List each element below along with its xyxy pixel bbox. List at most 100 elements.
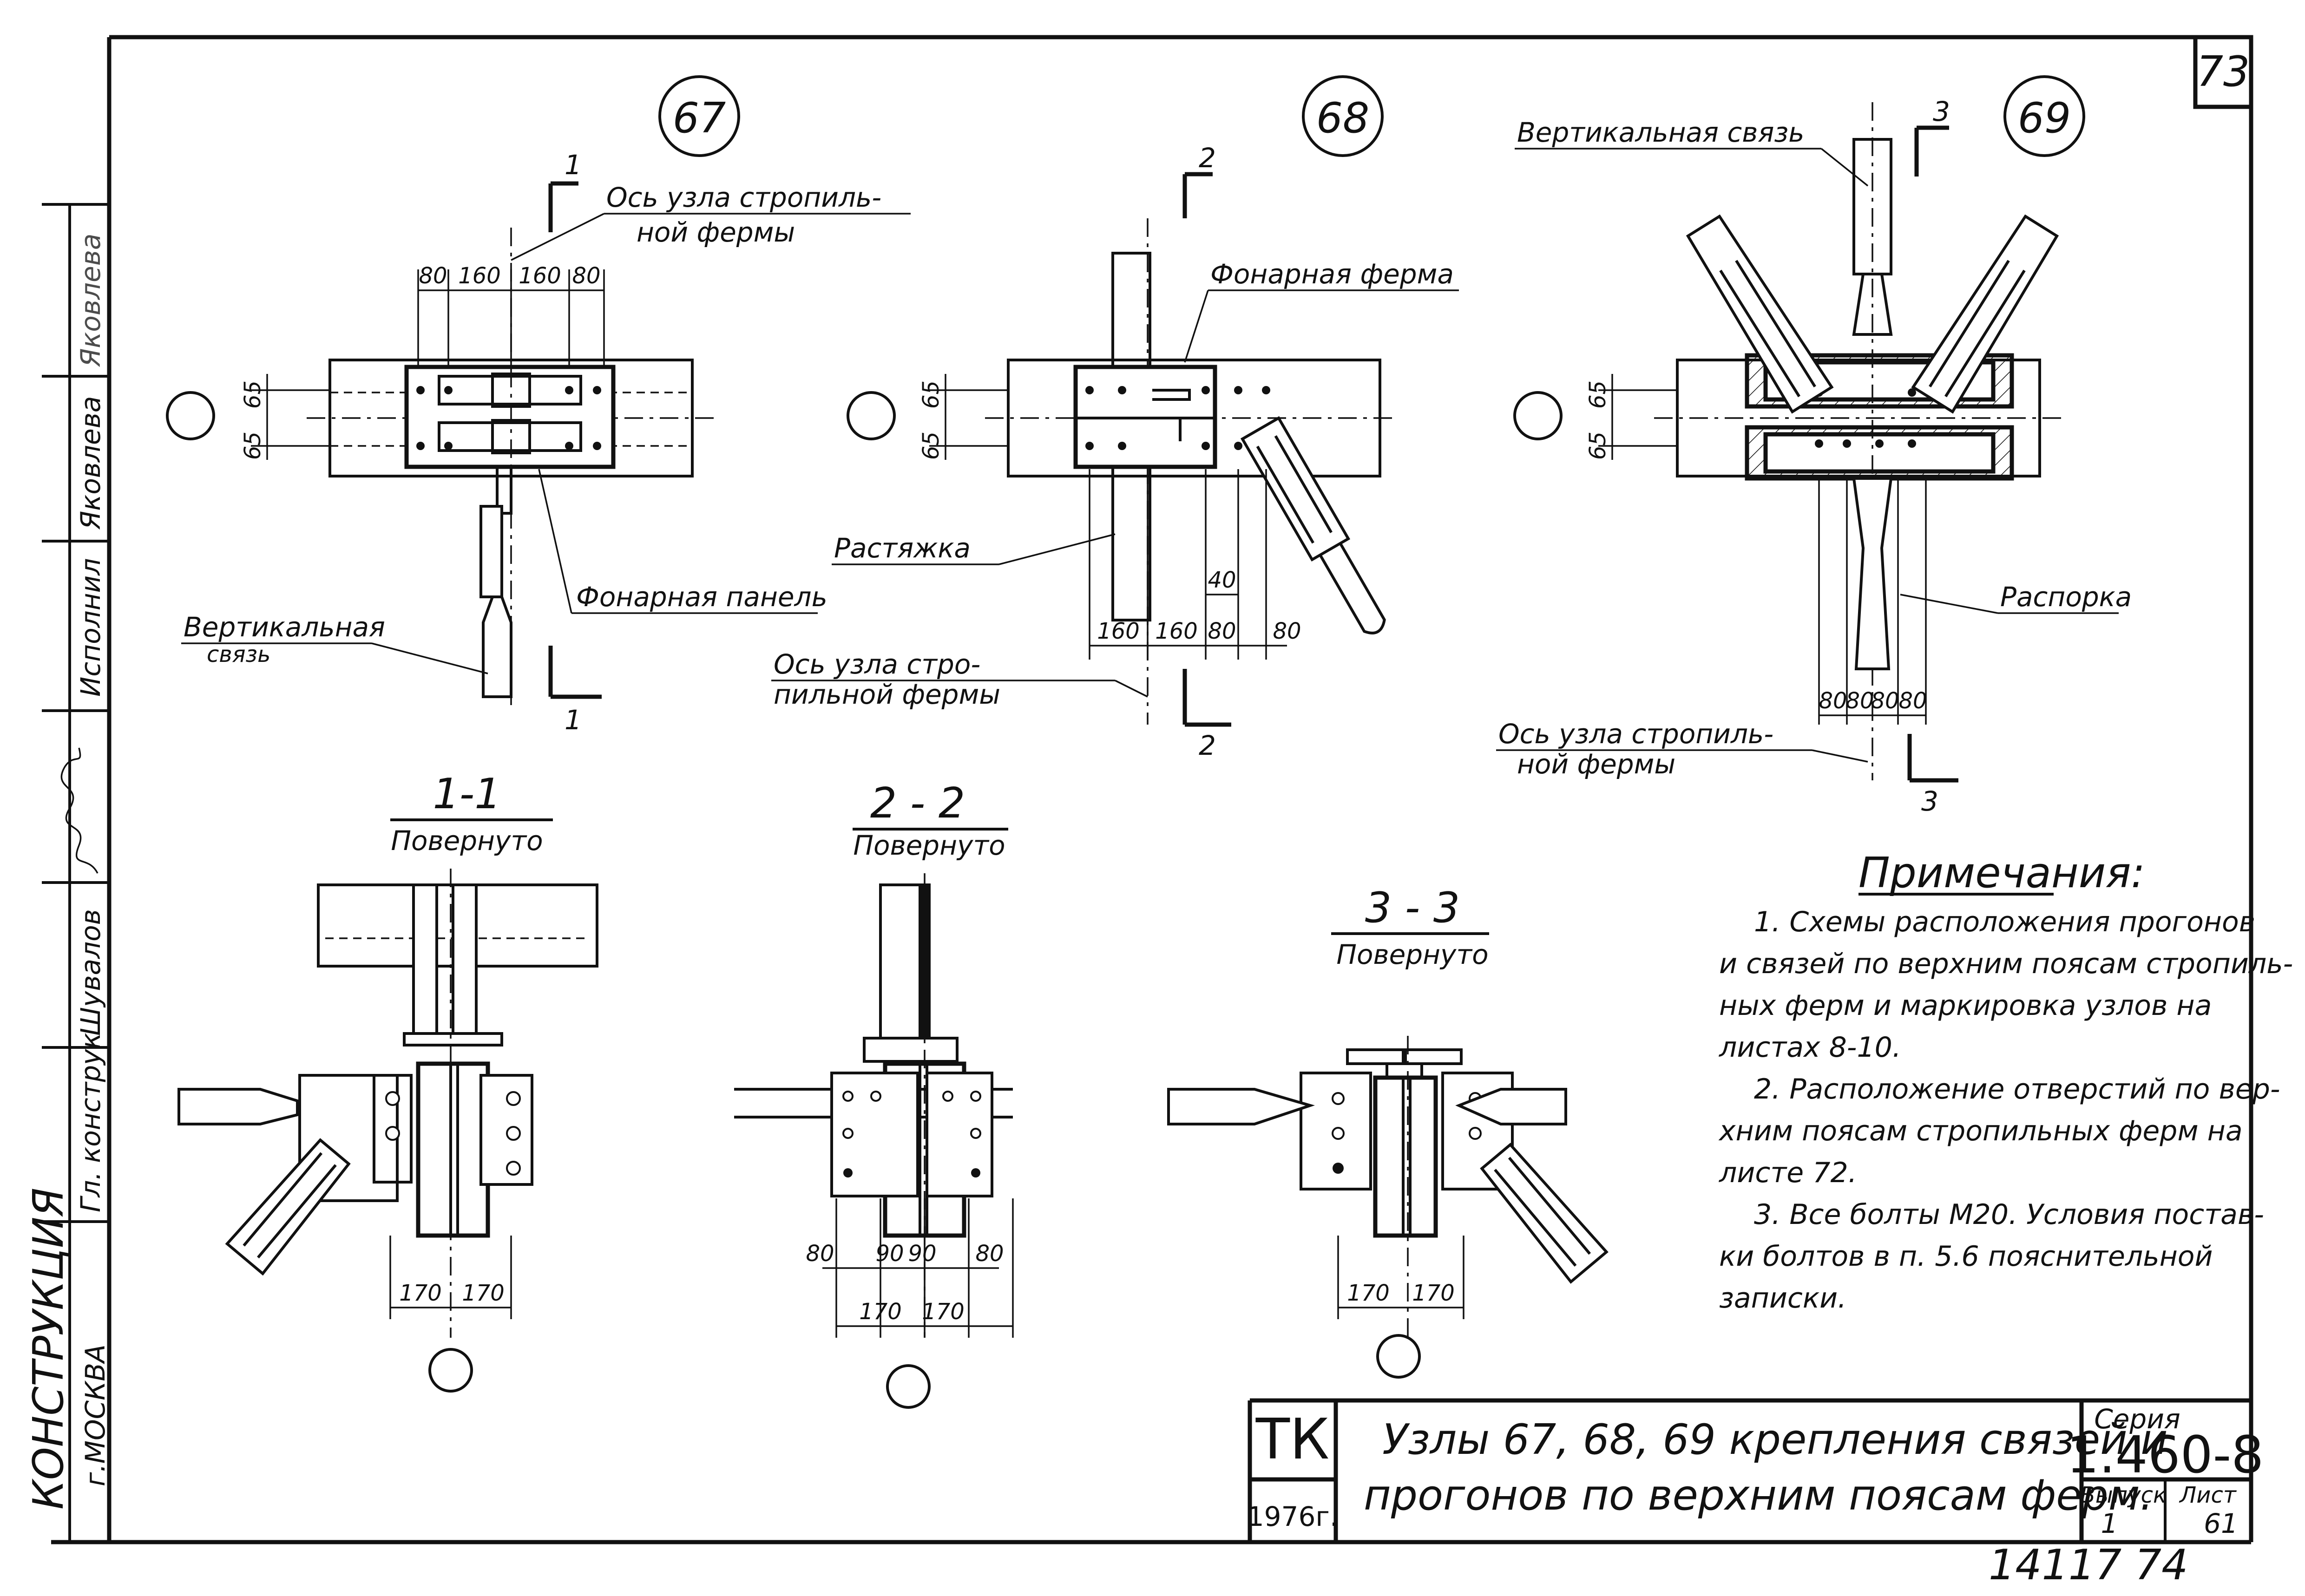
dim-69-65a: 65 [1585, 380, 1611, 409]
tie-label-68: Растяжка [834, 532, 971, 564]
issue-label: Выпуск [2080, 1482, 2167, 1508]
dim-s1-170a: 170 [399, 1280, 442, 1306]
panel-label-67: Фонарная панель [576, 581, 827, 613]
title-line-2: прогонов по верхним поясам ферм. [1364, 1471, 2153, 1520]
signature-shuvalov: Шувалов [75, 909, 106, 1036]
node-marker-67-label: 67 [673, 94, 726, 143]
bolts-s1 [385, 1091, 521, 1176]
dim-68-160b: 160 [1155, 618, 1198, 644]
axis-circle-67 [166, 391, 215, 440]
dim-68-80a: 80 [1208, 618, 1236, 644]
axis-circle-s3 [1376, 1334, 1421, 1379]
dim-69-80c: 80 [1871, 688, 1899, 714]
series-label: Серия [2094, 1403, 2180, 1435]
dim-67-160a: 160 [458, 263, 501, 289]
handwritten-signature [60, 747, 99, 874]
section-3-3-title: 3 - 3 [1365, 883, 1460, 932]
note-line-9: ки болтов в п. 5.6 пояснительной [1719, 1240, 2213, 1273]
dims-68: 65 65 160 160 80 80 40 [918, 374, 1301, 660]
note-line-10: записки. [1719, 1282, 1846, 1315]
tie-brace-68 [1240, 416, 1386, 634]
section-mark-2-bottom: 2 [1199, 730, 1216, 761]
series-value: 1.460-8 [2067, 1425, 2264, 1485]
signature-yakovleva-1: Яковлева [75, 396, 106, 530]
bolt-holes-67 [416, 386, 601, 450]
node-marker-68 [1302, 75, 1384, 157]
dim-67-160b: 160 [519, 263, 561, 289]
dim-68-65b: 65 [918, 432, 944, 460]
truss-label-68: Фонарная ферма [1210, 258, 1454, 290]
role-executor: Исполнил [75, 558, 106, 697]
axis-label-67-1: Ось узла стропиль- [606, 182, 881, 213]
axis-circle-s1 [428, 1348, 473, 1393]
axis-label-68-2: пильной фермы [774, 679, 1000, 710]
axis-label-69-1: Ось узла стропиль- [1498, 718, 1773, 750]
note-line-6: хним поясам стропильных ферм на [1718, 1115, 2243, 1147]
section-2-2: 2 - 2 Повернуто 80 90 90 [734, 779, 1014, 1409]
node-69: 69 3 3 [1496, 75, 2132, 817]
notes-heading: Примечания: [1858, 849, 2145, 897]
bottom-numbers: 14117 74 [1989, 1541, 2188, 1589]
bolts-s3 [1332, 1092, 1482, 1174]
section-mark-1-bottom: 1 [565, 704, 582, 736]
notes: Примечания: 1. Схемы расположения прогон… [1718, 849, 2293, 1315]
axis-label-68-1: Ось узла стро- [774, 648, 980, 680]
dim-69-80d: 80 [1898, 688, 1927, 714]
note-line-5: 2. Расположение отверстий по вер- [1754, 1073, 2280, 1105]
dim-69-80a: 80 [1819, 688, 1847, 714]
dim-69-80b: 80 [1845, 688, 1874, 714]
role-chief: Гл. конструк [75, 1033, 106, 1212]
dim-s2-170a: 170 [859, 1299, 902, 1325]
node-marker-69 [2003, 75, 2085, 157]
diag-brace-left-69 [1686, 214, 1834, 414]
note-line-1: 1. Схемы расположения прогонов [1754, 906, 2255, 938]
left-stamp-strip: Гл. конструк Исполнил Шувалов Яковлева Я… [24, 203, 111, 1542]
sheet-value: 61 [2204, 1508, 2238, 1539]
brace-label-67-1: Вертикальная [184, 611, 385, 643]
note-line-3: ных ферм и маркировка узлов на [1719, 989, 2212, 1022]
dim-68-160a: 160 [1097, 618, 1140, 644]
node-marker-68-label: 68 [1316, 94, 1370, 143]
node-marker-67 [658, 75, 740, 157]
dim-s2-80a: 80 [806, 1241, 834, 1267]
section-mark-3-top: 3 [1933, 96, 1950, 127]
title-year: 1976г. [1247, 1501, 1339, 1532]
dim-s3-170b: 170 [1412, 1280, 1455, 1306]
dim-68-40: 40 [1208, 567, 1236, 593]
dim-67-80a: 80 [419, 263, 447, 289]
note-line-4: листах 8-10. [1719, 1031, 1901, 1064]
node-67: 67 1 1 [166, 75, 911, 736]
axis-circle-69 [1513, 391, 1563, 440]
vert-label-69: Вертикальная связь [1517, 117, 1804, 148]
section-2-2-subtitle: Повернуто [853, 830, 1005, 861]
section-2-2-title: 2 - 2 [870, 779, 965, 828]
brace-label-67-2: связь [207, 641, 270, 667]
issue-value: 1 [2101, 1508, 2118, 1539]
title-line-1: Узлы 67, 68, 69 крепления связей и [1382, 1415, 2168, 1464]
axis-circle-s2 [886, 1364, 931, 1409]
dims-69: 65 65 80 80 80 80 [1585, 374, 1927, 725]
note-line-7: листе 72. [1719, 1157, 1857, 1189]
dim-s2-90a: 90 [875, 1241, 904, 1267]
dim-67-80b: 80 [572, 263, 600, 289]
page-number: 73 [2197, 47, 2250, 96]
note-line-2: и связей по верхним поясам стропиль- [1719, 948, 2293, 980]
dims-67: 80 160 160 80 65 65 [240, 263, 605, 460]
dim-s2-170b: 170 [922, 1299, 965, 1325]
dim-s2-90b: 90 [908, 1241, 936, 1267]
strut-label-69: Распорка [2000, 581, 2132, 613]
section-1-1-title: 1-1 [433, 770, 501, 818]
dim-68-80b: 80 [1273, 618, 1301, 644]
axis-label-67-2: ной фермы [637, 216, 795, 248]
org-name: КОНСТРУКЦИЯ [24, 1188, 73, 1510]
section-1-1: 1-1 Повернуто [177, 770, 598, 1393]
bolts-s2 [842, 1091, 981, 1177]
dim-s2-80b: 80 [975, 1241, 1004, 1267]
sheet-label: Лист [2179, 1482, 2237, 1508]
title-block: ТК 1976г. Узлы 67, 68, 69 крепления связ… [1247, 1398, 2264, 1542]
section-mark-1-top: 1 [565, 149, 582, 181]
axis-circle-68 [847, 391, 896, 440]
dim-67-65b: 65 [240, 432, 266, 460]
note-line-8: 3. Все болты М20. Условия постав- [1754, 1198, 2264, 1231]
